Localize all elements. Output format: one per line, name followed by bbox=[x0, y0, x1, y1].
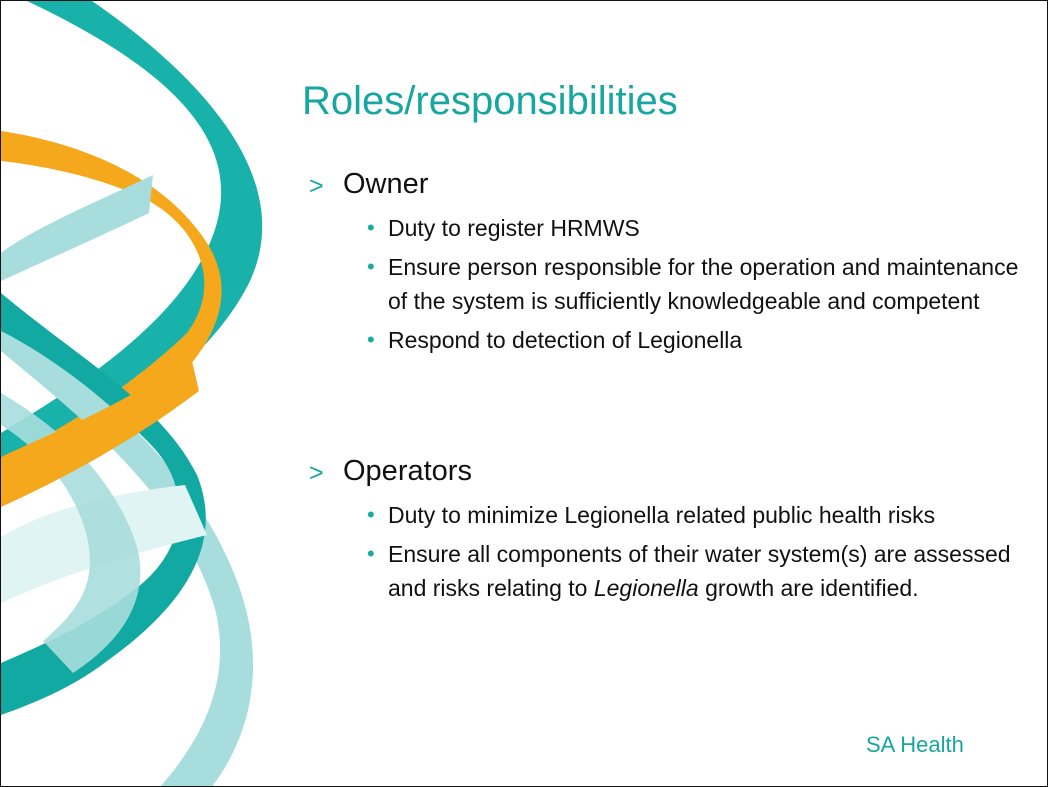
light-ribbon-lower bbox=[1, 316, 254, 786]
bullet-dot-icon: • bbox=[367, 502, 375, 527]
owner-bullet-2: • Ensure person responsible for the oper… bbox=[309, 250, 1038, 318]
owner-bullet-list: • Duty to register HRMWS • Ensure person… bbox=[309, 211, 1038, 357]
light-ribbon-center bbox=[1, 393, 141, 673]
owner-heading: > Owner bbox=[309, 165, 1038, 203]
operators-heading: > Operators bbox=[309, 452, 1038, 490]
legionella-italic: Legionella bbox=[593, 575, 699, 601]
owner-bullet-3: • Respond to detection of Legionella bbox=[309, 323, 1038, 357]
chevron-right-icon: > bbox=[309, 172, 324, 200]
gold-ribbon-lower bbox=[1, 357, 199, 507]
owner-heading-label: Owner bbox=[343, 168, 429, 200]
dna-ribbons-decoration bbox=[1, 1, 263, 786]
owner-bullet-2-text: Ensure person responsible for the operat… bbox=[388, 254, 1019, 314]
bullet-dot-icon: • bbox=[367, 254, 375, 279]
footer-brand: SA Health bbox=[866, 732, 964, 757]
bullet-dot-icon: • bbox=[367, 541, 375, 566]
operators-bullet-2-after: growth are identified. bbox=[698, 575, 919, 601]
operators-bullet-list: • Duty to minimize Legionella related pu… bbox=[309, 498, 1038, 605]
owner-bullet-1: • Duty to register HRMWS bbox=[309, 211, 1038, 245]
owner-bullet-1-text: Duty to register HRMWS bbox=[388, 215, 640, 241]
operators-bullet-1-text: Duty to minimize Legionella related publ… bbox=[388, 502, 936, 528]
operators-bullet-1: • Duty to minimize Legionella related pu… bbox=[309, 498, 1038, 532]
operators-section: > Operators • Duty to minimize Legionell… bbox=[309, 452, 1038, 610]
light-ribbon-upper bbox=[1, 175, 153, 281]
operators-bullet-2-before: Ensure all components of their water sys… bbox=[388, 541, 1011, 601]
teal-ribbon-middle bbox=[1, 293, 206, 715]
bullet-dot-icon: • bbox=[367, 327, 375, 352]
operators-item: > Operators • Duty to minimize Legionell… bbox=[309, 452, 1038, 605]
operators-bullet-2-text: Ensure all components of their water sys… bbox=[388, 537, 1038, 605]
owner-item: > Owner • Duty to register HRMWS • Ensur… bbox=[309, 165, 1038, 357]
operators-heading-label: Operators bbox=[343, 455, 472, 487]
owner-bullet-3-text: Respond to detection of Legionella bbox=[388, 327, 743, 353]
chevron-right-icon: > bbox=[309, 459, 324, 487]
operators-bullet-2: • Ensure all components of their water s… bbox=[309, 537, 1038, 605]
bullet-dot-icon: • bbox=[367, 215, 375, 240]
owner-section: > Owner • Duty to register HRMWS • Ensur… bbox=[309, 165, 1038, 362]
slide-title: Roles/responsibilities bbox=[302, 79, 678, 123]
